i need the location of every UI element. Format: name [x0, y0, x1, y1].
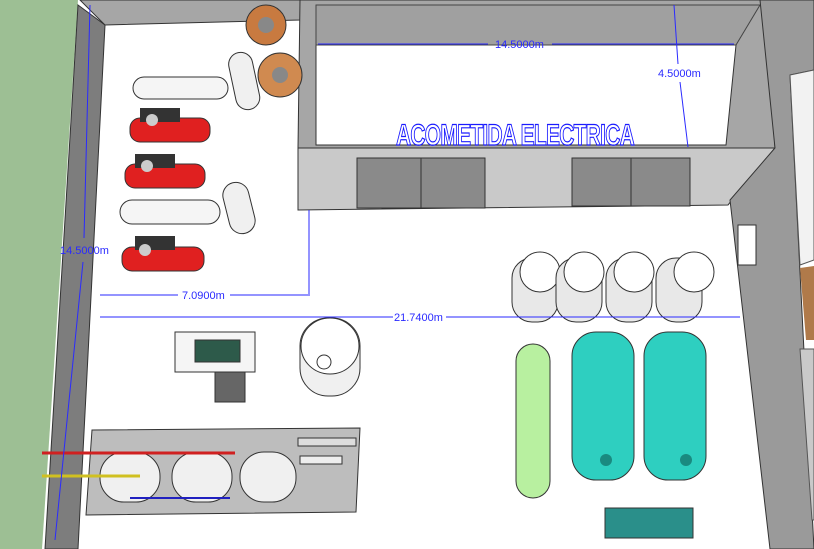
vertical-tank[interactable] [220, 180, 258, 237]
air-compressor[interactable] [129, 108, 211, 143]
dimension-room-width[interactable]: 14.5000m [318, 39, 734, 51]
teal-tank[interactable] [643, 331, 707, 481]
dimension-label: 14.5000m [495, 39, 544, 51]
air-receiver-tank[interactable] [132, 76, 229, 100]
teal-tank[interactable] [571, 331, 635, 481]
storage-tank[interactable] [655, 251, 715, 323]
vertical-tank[interactable] [226, 50, 262, 112]
left-wall [44, 4, 106, 549]
dimension-label: 7.0900m [182, 290, 225, 302]
spiral-staircase [245, 4, 303, 98]
grass-area [0, 0, 78, 549]
vertical-silo[interactable] [299, 317, 361, 397]
dimension-compressor-area[interactable]: 7.0900m [100, 210, 310, 302]
control-skid[interactable] [174, 331, 256, 403]
air-receiver-tank[interactable] [119, 199, 221, 225]
dimension-label: 21.7400m [394, 312, 443, 324]
electric-room-back-wall [315, 4, 761, 46]
right-opening [789, 69, 814, 266]
dimension-room-depth[interactable]: 4.5000m [658, 4, 701, 148]
air-compressor[interactable] [121, 236, 205, 272]
room-title-3d-text: ACOMETIDA ELECTRICA [396, 119, 634, 152]
storage-tank-row [511, 251, 715, 323]
green-tank[interactable] [515, 343, 551, 499]
dimension-label: 14.5000m [60, 245, 109, 257]
wall-panel [737, 224, 757, 266]
storage-tank[interactable] [605, 251, 655, 323]
teal-manifold[interactable] [604, 507, 694, 539]
storage-tank[interactable] [511, 251, 561, 323]
wooden-element [800, 266, 814, 340]
air-compressor[interactable] [124, 154, 206, 189]
dimension-label: 4.5000m [658, 68, 701, 80]
dimension-hall-length[interactable]: 14.5000m [54, 4, 109, 541]
storage-tank[interactable] [555, 251, 605, 323]
mixing-tank-station[interactable] [42, 427, 361, 516]
dimension-total-width[interactable]: 21.7400m [100, 312, 740, 324]
